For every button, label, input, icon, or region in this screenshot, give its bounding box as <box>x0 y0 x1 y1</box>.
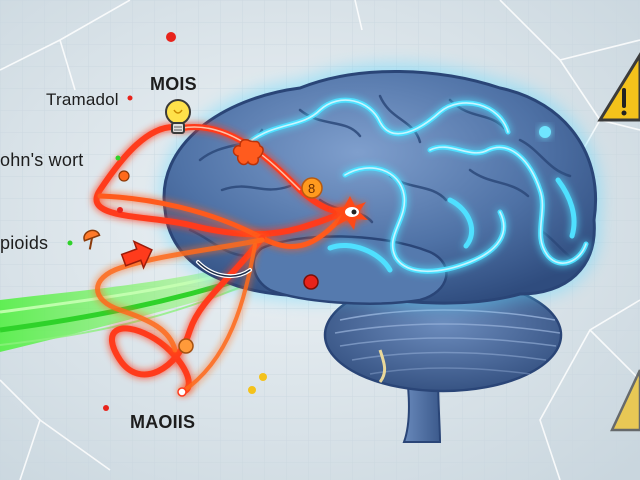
arrow-icon <box>120 240 153 270</box>
explosion-icon <box>332 196 368 230</box>
nerve-strand <box>378 349 387 383</box>
label-maois-bottom: MAOIIS <box>130 412 196 432</box>
red-marker <box>303 274 319 290</box>
svg-text:8: 8 <box>308 181 315 196</box>
label-opioids: pioids <box>0 233 49 253</box>
label-st-johns-wort: ohn's wort <box>0 150 84 170</box>
neon-highlights <box>239 99 587 273</box>
blob-icon <box>178 338 194 354</box>
pill-icon <box>83 229 101 250</box>
label-tramadol: Tramadol <box>46 90 119 109</box>
splat-icon <box>232 139 264 166</box>
temporal-lobe <box>252 235 448 305</box>
warning-sign-icon <box>597 52 640 432</box>
accent-dots <box>67 32 267 411</box>
glow-node <box>539 126 551 138</box>
label-maois-top: MOIS <box>150 74 197 94</box>
herb-icon <box>118 170 130 182</box>
molecule-icon: 8 <box>301 177 323 199</box>
lightbulb-icon <box>165 99 191 134</box>
bracket-outline <box>197 261 251 277</box>
white-marker <box>177 387 187 397</box>
